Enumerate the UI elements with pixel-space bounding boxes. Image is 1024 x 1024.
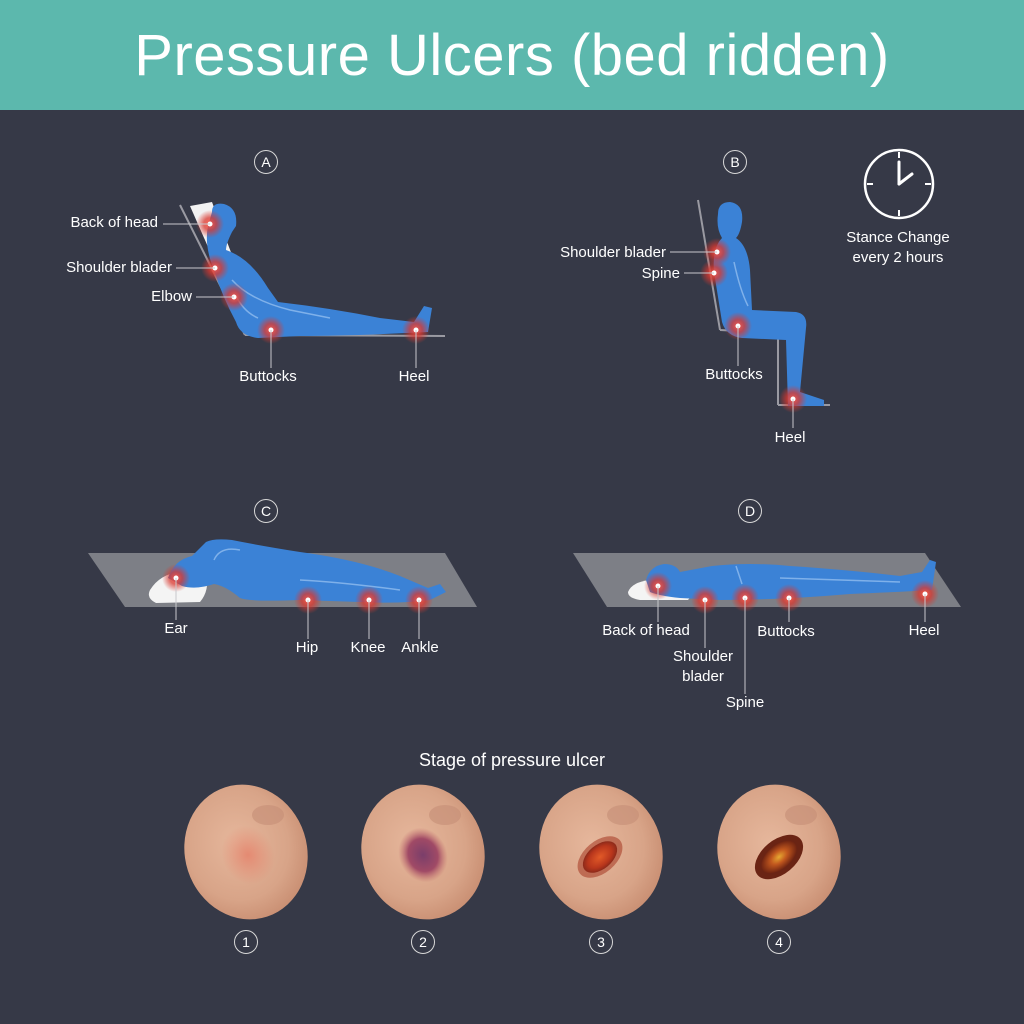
- clock-icon: [863, 148, 935, 220]
- label-d-shoulder-line-1: Shoulder: [672, 648, 734, 665]
- label-d-heel: Heel: [908, 622, 940, 639]
- label-d-shoulder-line-2: blader: [682, 668, 724, 685]
- stage-badge-2: 2: [411, 930, 435, 954]
- ulcer-stage-3: [539, 784, 663, 920]
- label-d-back-of-head: Back of head: [602, 622, 690, 639]
- page-title: Pressure Ulcers (bed ridden): [134, 22, 890, 88]
- label-b-buttocks: Buttocks: [705, 366, 763, 383]
- stage-badge-3: 3: [589, 930, 613, 954]
- label-a-elbow: Elbow: [151, 288, 192, 305]
- label-a-buttocks: Buttocks: [239, 368, 297, 385]
- supine-body: [646, 560, 936, 600]
- label-a-back-of-head: Back of head: [70, 214, 158, 231]
- label-d-buttocks: Buttocks: [757, 623, 815, 640]
- stages-title: Stage of pressure ulcer: [418, 750, 606, 770]
- stance-line-2: every 2 hours: [852, 249, 944, 266]
- stance-note: Stance Change every 2 hours: [828, 228, 968, 268]
- ulcer-stage-4: [717, 784, 841, 920]
- panel-b-badge: B: [723, 150, 747, 174]
- label-c-ear: Ear: [164, 620, 188, 637]
- label-d-spine: Spine: [725, 694, 765, 711]
- label-c-ankle: Ankle: [401, 639, 439, 656]
- label-c-hip: Hip: [295, 639, 319, 656]
- label-b-shoulder: Shoulder blader: [560, 244, 666, 261]
- ulcer-stage-1: [184, 784, 308, 920]
- label-b-heel: Heel: [774, 429, 806, 446]
- label-d-shoulder: Shoulder blader: [673, 648, 733, 686]
- label-a-shoulder: Shoulder blader: [66, 259, 172, 276]
- reclining-body: [206, 203, 432, 338]
- label-b-spine: Spine: [641, 265, 680, 282]
- label-a-heel: Heel: [398, 368, 430, 385]
- stage-badge-1: 1: [234, 930, 258, 954]
- panel-d-badge: D: [738, 499, 762, 523]
- leader-lines: [163, 223, 926, 694]
- label-c-knee: Knee: [350, 639, 386, 656]
- stance-line-1: Stance Change: [846, 229, 950, 246]
- title-banner: Pressure Ulcers (bed ridden): [0, 0, 1024, 110]
- panel-a-badge: A: [254, 150, 278, 174]
- panel-d-figure: [573, 553, 961, 607]
- panel-c-badge: C: [254, 499, 278, 523]
- stage-badge-4: 4: [767, 930, 791, 954]
- sitting-body: [713, 202, 824, 406]
- ulcer-stage-2: [361, 784, 485, 920]
- panel-c-figure: [88, 539, 477, 607]
